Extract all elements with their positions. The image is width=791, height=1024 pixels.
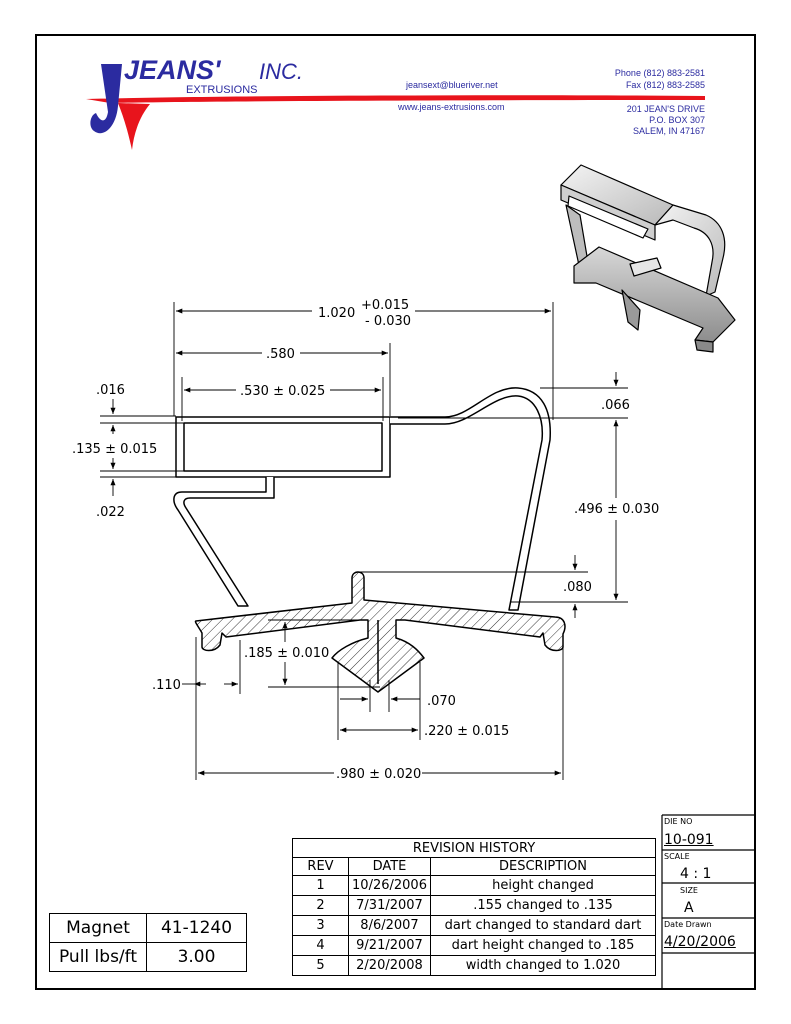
dimension-labels: 1.020 +0.015 - 0.030 .580 .530 ± 0.025 .… bbox=[72, 298, 659, 782]
revision-row: 3 8/6/2007 dart changed to standard dart bbox=[292, 915, 656, 936]
revision-row: 1 10/26/2006 height changed bbox=[292, 875, 656, 896]
dim-top-wall: .016 bbox=[96, 383, 125, 398]
dim-overall-tol-minus: - 0.030 bbox=[365, 314, 411, 329]
dimension-lines bbox=[100, 302, 628, 780]
dim-bottom-wall: .022 bbox=[96, 505, 125, 520]
size-label: SIZE bbox=[680, 886, 698, 895]
border-frame bbox=[35, 34, 756, 990]
rev-number: 5 bbox=[292, 955, 349, 976]
company-logo: JEANS' INC. EXTRUSIONS bbox=[86, 55, 705, 150]
dim-box-height: .135 ± 0.015 bbox=[72, 442, 157, 457]
magnet-row: Magnet 41-1240 bbox=[49, 913, 247, 943]
title-block bbox=[661, 814, 755, 989]
dim-left-lip: .110 bbox=[152, 678, 181, 693]
isometric-view bbox=[560, 164, 736, 353]
pull-row: Pull lbs/ft 3.00 bbox=[49, 942, 247, 972]
company-phone: Phone (812) 883-2581 bbox=[614, 68, 705, 78]
rev-date: 7/31/2007 bbox=[348, 895, 431, 916]
revision-header-row: REV DATE DESCRIPTION bbox=[292, 857, 656, 876]
size-value: A bbox=[684, 900, 694, 916]
rev-number: 4 bbox=[292, 935, 349, 956]
rev-number: 3 bbox=[292, 915, 349, 936]
scale-label: SCALE bbox=[664, 852, 690, 861]
rev-date: 2/20/2008 bbox=[348, 955, 431, 976]
company-address-1: 201 JEAN'S DRIVE bbox=[626, 104, 705, 114]
dim-base-width: .980 ± 0.020 bbox=[336, 767, 421, 782]
dim-dart-width: .220 ± 0.015 bbox=[424, 724, 509, 739]
col-description: DESCRIPTION bbox=[430, 857, 656, 876]
magnet-value: 41-1240 bbox=[146, 913, 247, 943]
company-division: EXTRUSIONS bbox=[186, 84, 258, 96]
company-address-3: SALEM, IN 47167 bbox=[632, 126, 705, 136]
dim-right-top: .066 bbox=[601, 398, 630, 413]
revision-history-table: REVISION HISTORY REV DATE DESCRIPTION 1 … bbox=[292, 838, 656, 976]
pull-label: Pull lbs/ft bbox=[49, 942, 147, 972]
company-address-2: P.O. BOX 307 bbox=[649, 115, 705, 125]
revision-row: 5 2/20/2008 width changed to 1.020 bbox=[292, 955, 656, 976]
rev-date: 10/26/2006 bbox=[348, 875, 431, 896]
rev-description: .155 changed to .135 bbox=[430, 895, 656, 916]
rev-description: dart height changed to .185 bbox=[430, 935, 656, 956]
company-email[interactable]: jeansext@blueriver.net bbox=[406, 80, 498, 90]
dim-overall-width: 1.020 bbox=[318, 306, 355, 321]
revision-title: REVISION HISTORY bbox=[292, 838, 656, 858]
scale-value: 4 : 1 bbox=[680, 866, 712, 882]
company-suffix: INC. bbox=[259, 59, 303, 84]
rev-description: width changed to 1.020 bbox=[430, 955, 656, 976]
rev-number: 2 bbox=[292, 895, 349, 916]
dim-overall-tol-plus: +0.015 bbox=[361, 298, 409, 313]
revision-row: 2 7/31/2007 .155 changed to .135 bbox=[292, 895, 656, 916]
dim-total-height: .496 ± 0.030 bbox=[574, 502, 659, 517]
magnet-label: Magnet bbox=[49, 913, 147, 943]
dim-inner-width: .530 ± 0.025 bbox=[240, 384, 325, 399]
revision-row: 4 9/21/2007 dart height changed to .185 bbox=[292, 935, 656, 956]
company-website[interactable]: www.jeans-extrusions.com bbox=[398, 102, 505, 112]
dim-top-width: .580 bbox=[266, 347, 295, 362]
dim-stub-height: .080 bbox=[563, 580, 592, 595]
rev-description: height changed bbox=[430, 875, 656, 896]
pull-value: 3.00 bbox=[146, 942, 247, 972]
rev-date: 9/21/2007 bbox=[348, 935, 431, 956]
rev-description: dart changed to standard dart bbox=[430, 915, 656, 936]
col-date: DATE bbox=[348, 857, 431, 876]
date-drawn-value: 4/20/2006 bbox=[664, 934, 736, 950]
col-rev: REV bbox=[292, 857, 349, 876]
rev-number: 1 bbox=[292, 875, 349, 896]
profile-section bbox=[173, 387, 566, 693]
magnet-table: Magnet 41-1240 Pull lbs/ft 3.00 bbox=[49, 913, 247, 972]
die-no-label: DIE NO bbox=[664, 817, 693, 826]
rev-date: 8/6/2007 bbox=[348, 915, 431, 936]
company-name: JEANS' bbox=[124, 55, 222, 85]
die-no-value: 10-091 bbox=[664, 832, 714, 848]
company-fax: Fax (812) 883-2585 bbox=[625, 80, 705, 90]
dim-dart-depth: .185 ± 0.010 bbox=[244, 646, 329, 661]
date-drawn-label: Date Drawn bbox=[664, 920, 712, 929]
dim-dart-tip: .070 bbox=[427, 694, 456, 709]
